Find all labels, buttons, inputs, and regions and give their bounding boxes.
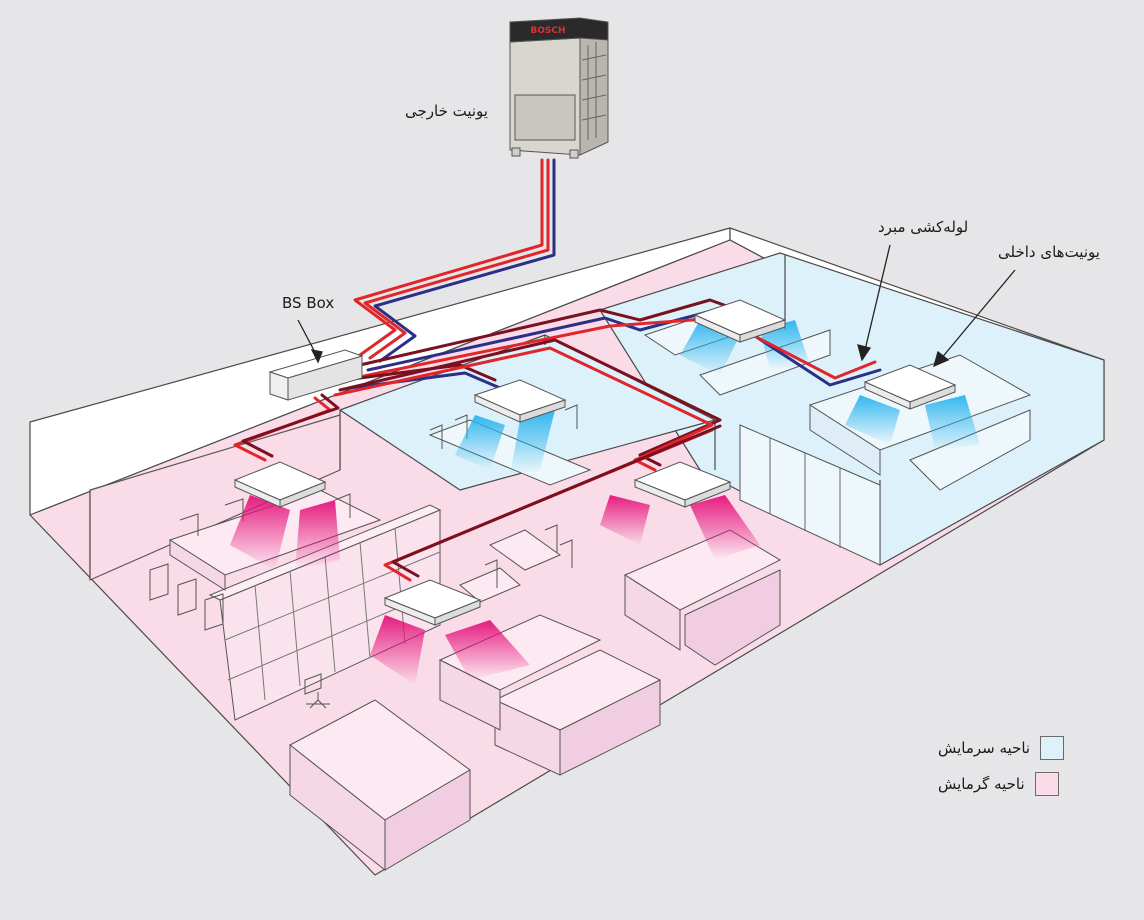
pipe-heat-right-red (333, 346, 714, 472)
indoor-units (233, 299, 957, 626)
legend-swatch-heating (1034, 772, 1059, 796)
heat-airflow-1 (230, 495, 290, 570)
desk-block-left-side (384, 769, 471, 871)
label-refrigerant-piping: لوله‌کشی مبرد (878, 218, 969, 236)
pipe-main-red (353, 158, 544, 357)
arrow-indoor (939, 269, 1016, 361)
cool-airflow-1 (455, 415, 505, 470)
callout-arrows (297, 244, 1016, 368)
desk-cool-2 (909, 409, 1031, 491)
shelf-grid (224, 527, 441, 701)
indoor-unit-2 (693, 299, 787, 343)
refrigerant-piping (233, 158, 882, 582)
pipe-cool-mid-dark (343, 363, 497, 382)
desk-block-right-front (624, 574, 681, 651)
arrow-piping (864, 244, 891, 351)
indoor-unit-3 (863, 364, 957, 410)
outdoor-unit: BOSCH (509, 17, 609, 159)
indoor-unit-5 (633, 461, 732, 508)
cabinet-lines (769, 438, 841, 548)
outdoor-unit-feet (511, 147, 579, 159)
heat-airflow-2 (295, 500, 340, 570)
table-left-front (169, 539, 226, 591)
desk-block-right-2 (684, 569, 781, 666)
bs-box (268, 349, 364, 401)
pipe-heat-mid-dark (391, 424, 722, 578)
heat-airflow-5 (370, 615, 425, 685)
pipe-main-blue (373, 158, 556, 363)
cubicle-mid-front (439, 659, 501, 731)
chairs-mid (484, 524, 573, 588)
airflow-heating (230, 495, 760, 685)
cabinets-right (739, 424, 881, 566)
legend-item-heating: ناحیه گرمایش (938, 772, 1059, 796)
table-mid-2 (459, 567, 521, 603)
desk-cool-1-front (809, 404, 881, 476)
heat-airflow-3 (600, 495, 650, 545)
outdoor-unit-top (509, 17, 609, 43)
label-outdoor-unit: یونیت خارجی (405, 102, 488, 120)
cool-airflow-6 (925, 395, 980, 450)
heat-airflow-4 (690, 495, 760, 560)
legend-swatch-cooling (1040, 736, 1065, 760)
pipe-main-red-2 (363, 158, 550, 360)
indoor-unit-4 (233, 461, 327, 508)
label-indoor-units: یونیت‌های داخلی (998, 243, 1100, 261)
cubicle-mid-2-side (559, 679, 661, 776)
pipe-heat-left-dark (241, 393, 340, 458)
legend-label-heating: ناحیه گرمایش (938, 775, 1025, 793)
outdoor-unit-side (579, 29, 609, 156)
label-bs-box: BS Box (282, 294, 335, 312)
outdoor-unit-panel (514, 94, 576, 141)
left-room-wall (89, 414, 341, 581)
table-mid (488, 529, 562, 571)
indoor-unit-1 (473, 379, 567, 423)
office-chair (304, 673, 330, 709)
brand-logo: BOSCH (530, 26, 565, 36)
bs-box-side (287, 355, 363, 401)
cool-airflow-5 (845, 395, 900, 445)
cool-airflow-2 (510, 410, 555, 475)
heat-airflow-6 (445, 620, 530, 680)
chairs-left (149, 493, 351, 631)
legend-item-cooling: ناحیه سرمایش (938, 736, 1065, 760)
outdoor-unit-grille (581, 42, 607, 140)
legend-label-cooling: ناحیه سرمایش (938, 739, 1031, 757)
indoor-unit-6 (383, 579, 482, 626)
